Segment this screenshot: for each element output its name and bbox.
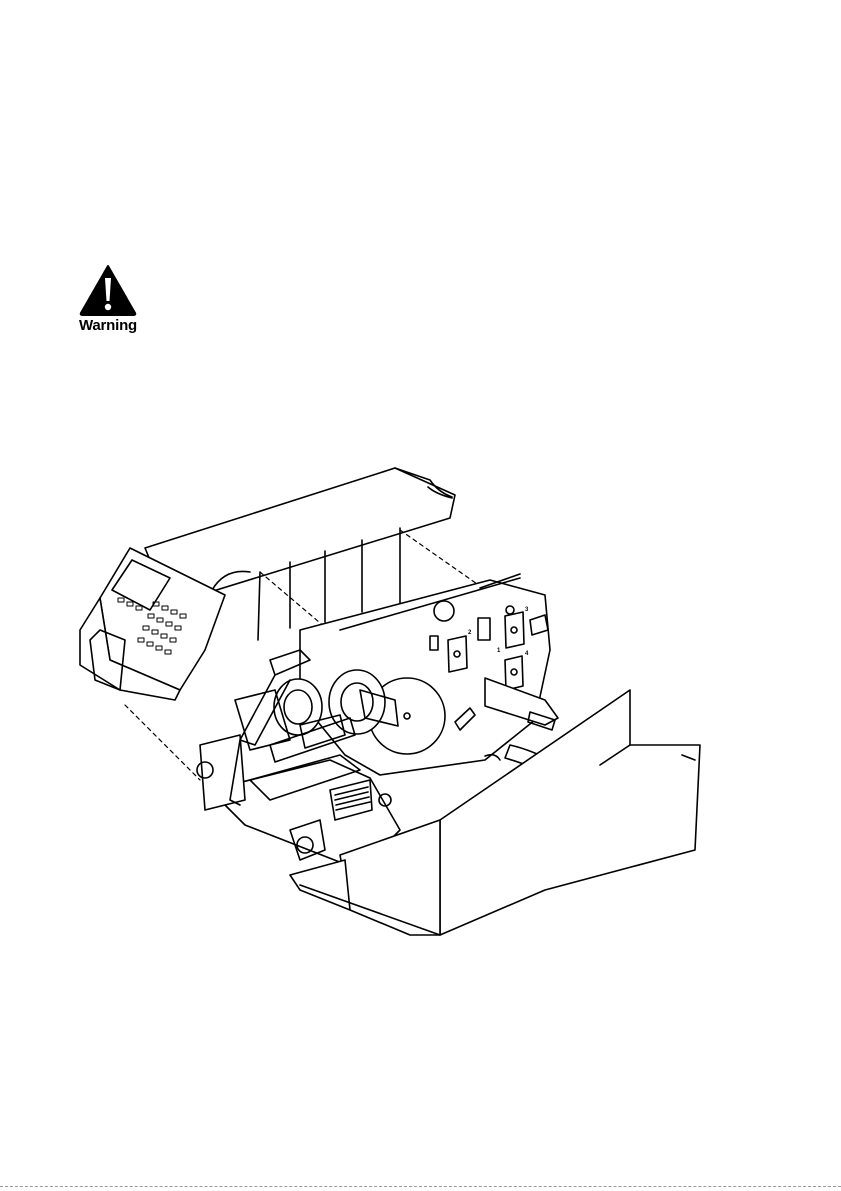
printer-exploded-view-illustration: 2 3 1 4 [70, 460, 710, 950]
warning-triangle-icon [79, 264, 137, 316]
page-bottom-rule [0, 1186, 841, 1188]
warning-block: Warning [76, 264, 140, 344]
warning-label: Warning [76, 318, 140, 334]
